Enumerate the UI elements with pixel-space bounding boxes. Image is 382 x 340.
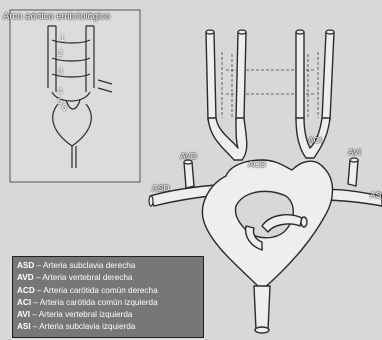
inset-title: Arco aórtico embriológico	[3, 11, 110, 22]
legend-row-avd: AVD – Arteria vertebral derecha	[17, 272, 199, 284]
right-vertebral-artery	[184, 162, 194, 188]
descending-aorta	[254, 286, 270, 330]
legend-row-avi: AVI – Arteria vertebral izquierda	[17, 309, 199, 321]
label-avd: AVD	[180, 152, 197, 161]
inset-frame	[10, 10, 140, 182]
arch-number-4: 4	[58, 88, 62, 96]
label-asd: ASD	[152, 184, 169, 193]
label-avi: AVI	[348, 148, 361, 157]
legend-row-asd: ASD – Arteria subclavia derecha	[17, 260, 199, 272]
legend: ASD – Arteria subclavia derecha AVD – Ar…	[12, 256, 204, 338]
left-upper-vessel-a	[296, 32, 304, 120]
label-asi: ASI	[370, 191, 382, 200]
right-upper-vessel-b	[236, 32, 246, 120]
left-upper-vessel-b	[322, 32, 334, 120]
legend-row-acd: ACD – Arteria carótida común derecha	[17, 285, 199, 297]
arch-number-1: 1	[60, 35, 64, 43]
label-acd: ACD	[248, 160, 266, 169]
label-aci: ACI	[308, 136, 322, 145]
arch-number-2: 2	[58, 50, 62, 58]
aorta-cut-end	[255, 327, 269, 333]
right-upper-vessel-a	[206, 32, 216, 120]
left-vertebral-artery	[348, 160, 358, 186]
right-carotid-merge	[208, 118, 247, 160]
branch-cut-left	[301, 217, 307, 227]
legend-row-asi: ASI – Arteria subclavia izquierda	[17, 321, 199, 333]
arch-number-3: 3	[58, 68, 62, 76]
arch-number-6: 6	[62, 104, 66, 112]
legend-row-aci: ACI – Arteria carótida común izquierda	[17, 297, 199, 309]
